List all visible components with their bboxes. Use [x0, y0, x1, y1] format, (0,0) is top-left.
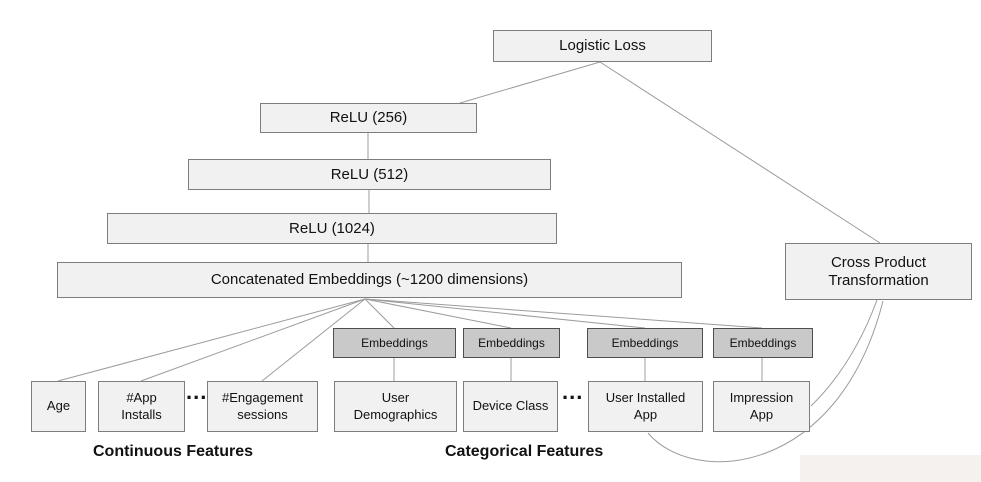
edge-concat-embedding1 [364, 298, 395, 329]
edge-concat-embedding4 [364, 298, 763, 329]
node-relu-512: ReLU (512) [188, 159, 551, 190]
ellipsis-continuous: ... [186, 379, 208, 404]
feature-box-device-class: Device Class [463, 381, 558, 432]
node-cross-product-transformation: Cross Product Transformation [785, 243, 972, 300]
edge-concat-embedding2 [364, 298, 512, 329]
embedding-box-user-installed-app: Embeddings [587, 328, 703, 358]
node-relu-1024: ReLU (1024) [107, 213, 557, 244]
edge-concat-age [57, 298, 366, 382]
ellipsis-categorical: ... [562, 379, 584, 404]
caption-continuous-features: Continuous Features [93, 443, 254, 460]
edge-loss-to-relu256 [459, 61, 601, 104]
node-concatenated-embeddings: Concatenated Embeddings (~1200 dimension… [57, 262, 682, 298]
embedding-box-user-demographics: Embeddings [333, 328, 456, 358]
edge-loss-to-cross-product [599, 61, 881, 244]
bottom-right-artifact [800, 455, 981, 482]
edge-concat-embedding3 [364, 298, 646, 329]
feature-box-impression-app: Impression App [713, 381, 810, 432]
feature-box-age: Age [31, 381, 86, 432]
edge-cross-product-impression-app [810, 299, 878, 407]
edge-cross-product-user-installed-arc [647, 300, 884, 463]
embedding-box-impression-app: Embeddings [713, 328, 813, 358]
edge-concat-app-installs [140, 298, 366, 382]
feature-box-user-demographics: User Demographics [334, 381, 457, 432]
node-relu-256: ReLU (256) [260, 103, 477, 133]
feature-box-engagement-sessions: #Engagement sessions [207, 381, 318, 432]
feature-box-app-installs: #App Installs [98, 381, 185, 432]
caption-categorical-features: Categorical Features [445, 443, 604, 460]
feature-box-user-installed-app: User Installed App [588, 381, 703, 432]
edge-concat-engagement [261, 298, 366, 382]
node-logistic-loss: Logistic Loss [493, 30, 712, 62]
embedding-box-device-class: Embeddings [463, 328, 560, 358]
